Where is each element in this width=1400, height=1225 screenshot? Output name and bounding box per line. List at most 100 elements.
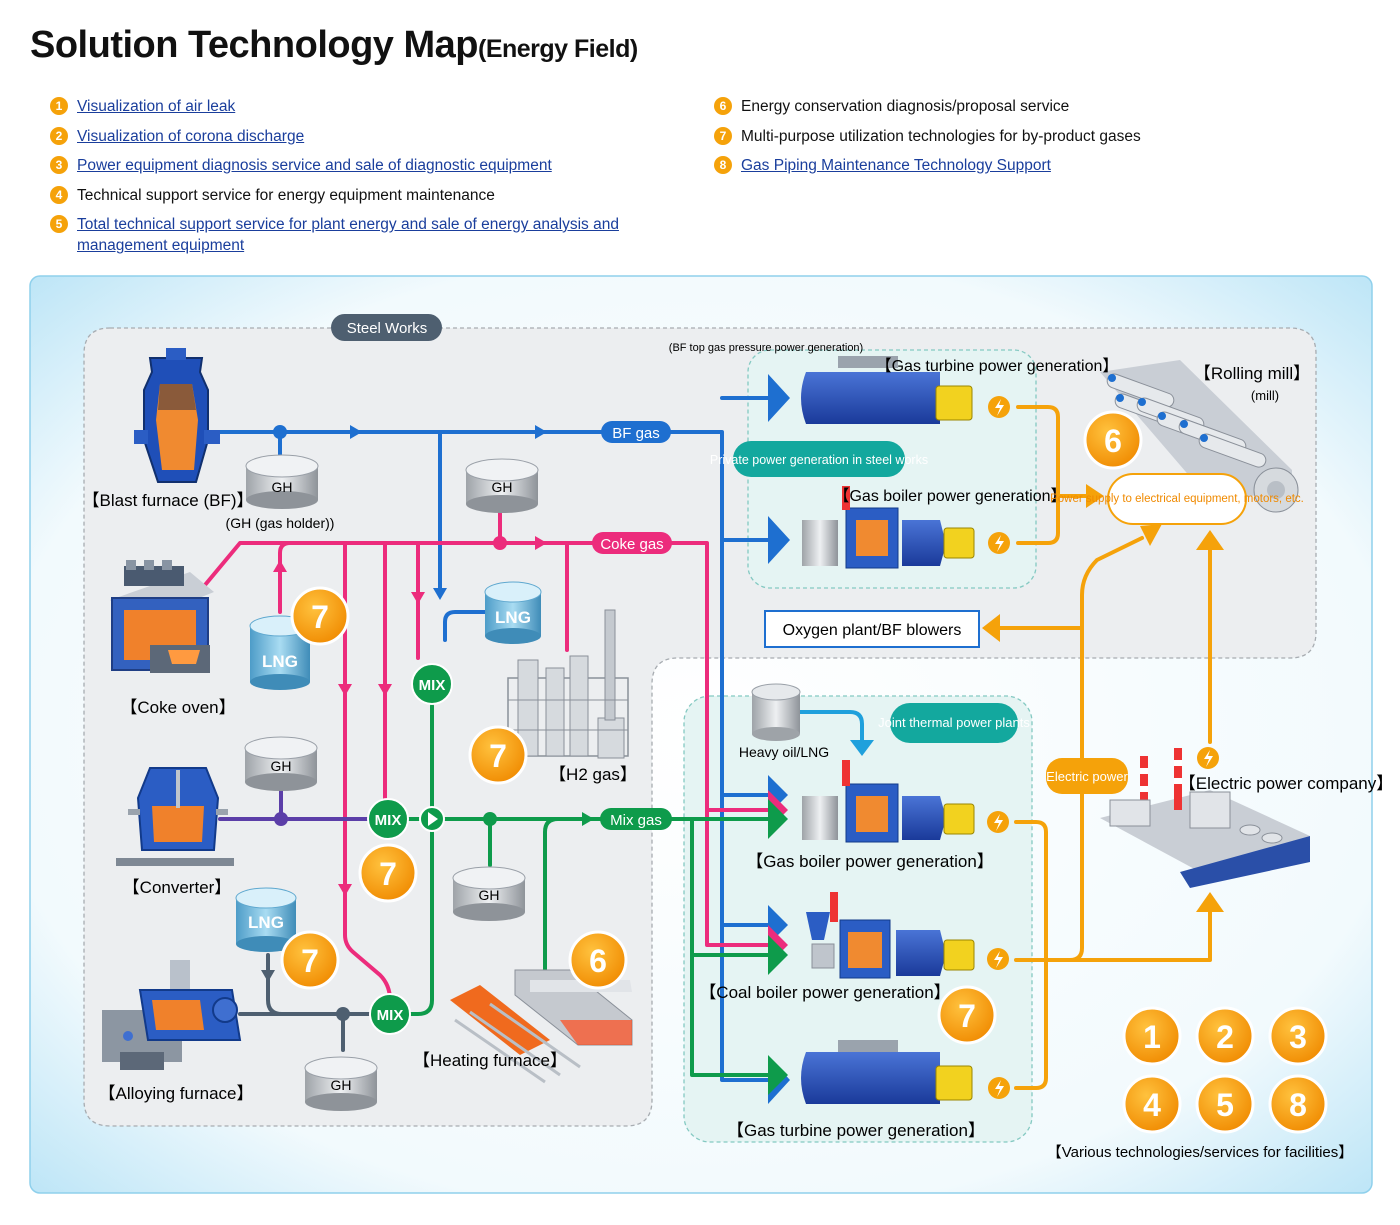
lng-tank: LNG bbox=[484, 581, 542, 644]
rolling-mill-icon bbox=[1100, 360, 1299, 513]
svg-text:1: 1 bbox=[1143, 1019, 1161, 1055]
svg-text:7: 7 bbox=[311, 599, 329, 635]
steel-works-label: Steel Works bbox=[347, 320, 428, 337]
gas-turbine-icon bbox=[801, 356, 973, 424]
gas-boiler-top-label: 【Gas boiler power generation】 bbox=[833, 488, 1066, 505]
svg-text:7: 7 bbox=[489, 738, 507, 774]
svg-text:7: 7 bbox=[301, 943, 319, 979]
legend-link[interactable]: Visualization of corona discharge bbox=[77, 128, 305, 145]
svg-text:5: 5 bbox=[1216, 1087, 1234, 1123]
gas-boiler-label: 【Gas boiler power generation】 bbox=[746, 852, 994, 871]
number-badge: 6 bbox=[714, 97, 732, 115]
steel-works-pill bbox=[331, 314, 442, 341]
various-badge-1: 1 bbox=[1122, 1006, 1182, 1066]
coal-boiler-label: 【Coal boiler power generation】 bbox=[699, 983, 950, 1002]
joint-thermal-pill bbox=[890, 703, 1018, 743]
private-power-label: Private power generation in steel works bbox=[710, 453, 928, 467]
heavy-oil-label: Heavy oil/LNG bbox=[739, 744, 829, 760]
gas-holder-tank: GH bbox=[245, 454, 319, 509]
various-badge-5: 5 bbox=[1195, 1074, 1255, 1134]
electric-power-pill bbox=[1046, 758, 1128, 794]
svg-text:7: 7 bbox=[958, 998, 976, 1034]
mix-node: MIX bbox=[369, 993, 411, 1035]
heavy-oil-tank-icon bbox=[751, 683, 801, 741]
number-badge: 7 bbox=[714, 127, 732, 145]
bolt-icon bbox=[988, 1077, 1010, 1099]
legend-link[interactable]: Gas Piping Maintenance Technology Suppor… bbox=[741, 157, 1051, 174]
number-badge: 2 bbox=[50, 127, 68, 145]
gas-boiler-icon bbox=[802, 760, 975, 843]
rolling-mill-label: 【Rolling mill】 bbox=[1194, 364, 1310, 383]
badge-7: 7 bbox=[358, 843, 418, 903]
page-title: Solution Technology Map(Energy Field) bbox=[30, 24, 638, 66]
svg-text:3: 3 bbox=[1289, 1019, 1307, 1055]
gas-holder-tank: GH bbox=[452, 866, 526, 921]
electric-power-label: Electric power bbox=[1046, 769, 1128, 784]
alloying-furnace-icon bbox=[102, 960, 242, 1070]
legend-text: Technical support service for energy equ… bbox=[77, 187, 495, 204]
various-badge-4: 4 bbox=[1122, 1074, 1182, 1134]
svg-text:GH: GH bbox=[479, 887, 500, 903]
legend-item-3[interactable]: 3 Power equipment diagnosis service and s… bbox=[50, 155, 552, 176]
mix-gas-label: Mix gas bbox=[610, 812, 662, 829]
bolt-icon bbox=[988, 532, 1010, 554]
h2-gas-plant-icon bbox=[507, 609, 629, 759]
gas-turbine-label: 【Gas turbine power generation】 bbox=[727, 1121, 985, 1140]
number-badge: 8 bbox=[714, 156, 732, 174]
svg-text:GH: GH bbox=[331, 1077, 352, 1093]
bf-top-label: (BF top gas pressure power generation) bbox=[669, 342, 863, 354]
mix-node: MIX bbox=[367, 798, 409, 840]
blast-furnace-label: 【Blast furnace (BF)】 bbox=[83, 491, 254, 510]
number-badge: 3 bbox=[50, 156, 68, 174]
converter-label: 【Converter】 bbox=[123, 878, 232, 897]
svg-text:LNG: LNG bbox=[248, 913, 284, 932]
svg-text:2: 2 bbox=[1216, 1019, 1234, 1055]
page-subtitle: (Energy Field) bbox=[478, 35, 638, 63]
svg-text:6: 6 bbox=[589, 943, 607, 979]
electric-company-label: 【Electric power company】 bbox=[1179, 774, 1393, 793]
power-supply-bubble bbox=[1107, 473, 1247, 525]
gas-holder-note: (GH (gas holder)) bbox=[226, 515, 335, 531]
oxygen-plant-box bbox=[764, 610, 980, 648]
alloying-furnace-label: 【Alloying furnace】 bbox=[99, 1084, 254, 1103]
blast-furnace-icon bbox=[134, 348, 220, 483]
svg-text:4: 4 bbox=[1143, 1087, 1161, 1123]
legend-link[interactable]: Visualization of air leak bbox=[77, 98, 236, 115]
legend-item-8[interactable]: 8 Gas Piping Maintenance Technology Suppo… bbox=[714, 155, 1051, 176]
coke-oven-icon bbox=[110, 560, 214, 673]
coke-oven-label: 【Coke oven】 bbox=[120, 698, 235, 717]
bf-gas-label: BF gas bbox=[612, 425, 660, 442]
badge-7: 7 bbox=[468, 725, 528, 785]
flow-valve-icon bbox=[419, 806, 445, 832]
lng-tank: LNG bbox=[235, 887, 297, 952]
legend-item-2[interactable]: 2 Visualization of corona discharge bbox=[50, 126, 304, 147]
legend-link[interactable]: Power equipment diagnosis service and sa… bbox=[77, 157, 552, 174]
bolt-icon bbox=[987, 811, 1009, 833]
mix-node: MIX bbox=[411, 663, 453, 705]
heating-furnace-label: 【Heating furnace】 bbox=[413, 1051, 567, 1070]
svg-text:LNG: LNG bbox=[495, 608, 531, 627]
svg-text:MIX: MIX bbox=[375, 812, 402, 829]
svg-text:GH: GH bbox=[492, 479, 513, 495]
badge-7: 7 bbox=[937, 985, 997, 1045]
badge-6: 6 bbox=[1083, 410, 1143, 470]
flow-arrows bbox=[261, 374, 1224, 1104]
legend-link[interactable]: Total technical support service for plan… bbox=[77, 216, 619, 254]
private-power-pill bbox=[733, 441, 905, 477]
converter-icon bbox=[116, 767, 234, 866]
svg-text:6: 6 bbox=[1104, 423, 1122, 459]
number-badge: 4 bbox=[50, 186, 68, 204]
joint-thermal-label: Joint thermal power plants bbox=[878, 715, 1030, 730]
various-badge-2: 2 bbox=[1195, 1006, 1255, 1066]
badge-7: 7 bbox=[280, 930, 340, 990]
gas-holder-tank: GH bbox=[244, 736, 318, 791]
various-badge-8: 8 bbox=[1268, 1074, 1328, 1134]
coke-gas-label: Coke gas bbox=[600, 536, 663, 553]
svg-text:LNG: LNG bbox=[262, 652, 298, 671]
svg-text:GH: GH bbox=[272, 479, 293, 495]
gas-holder-tank: GH bbox=[304, 1056, 378, 1111]
